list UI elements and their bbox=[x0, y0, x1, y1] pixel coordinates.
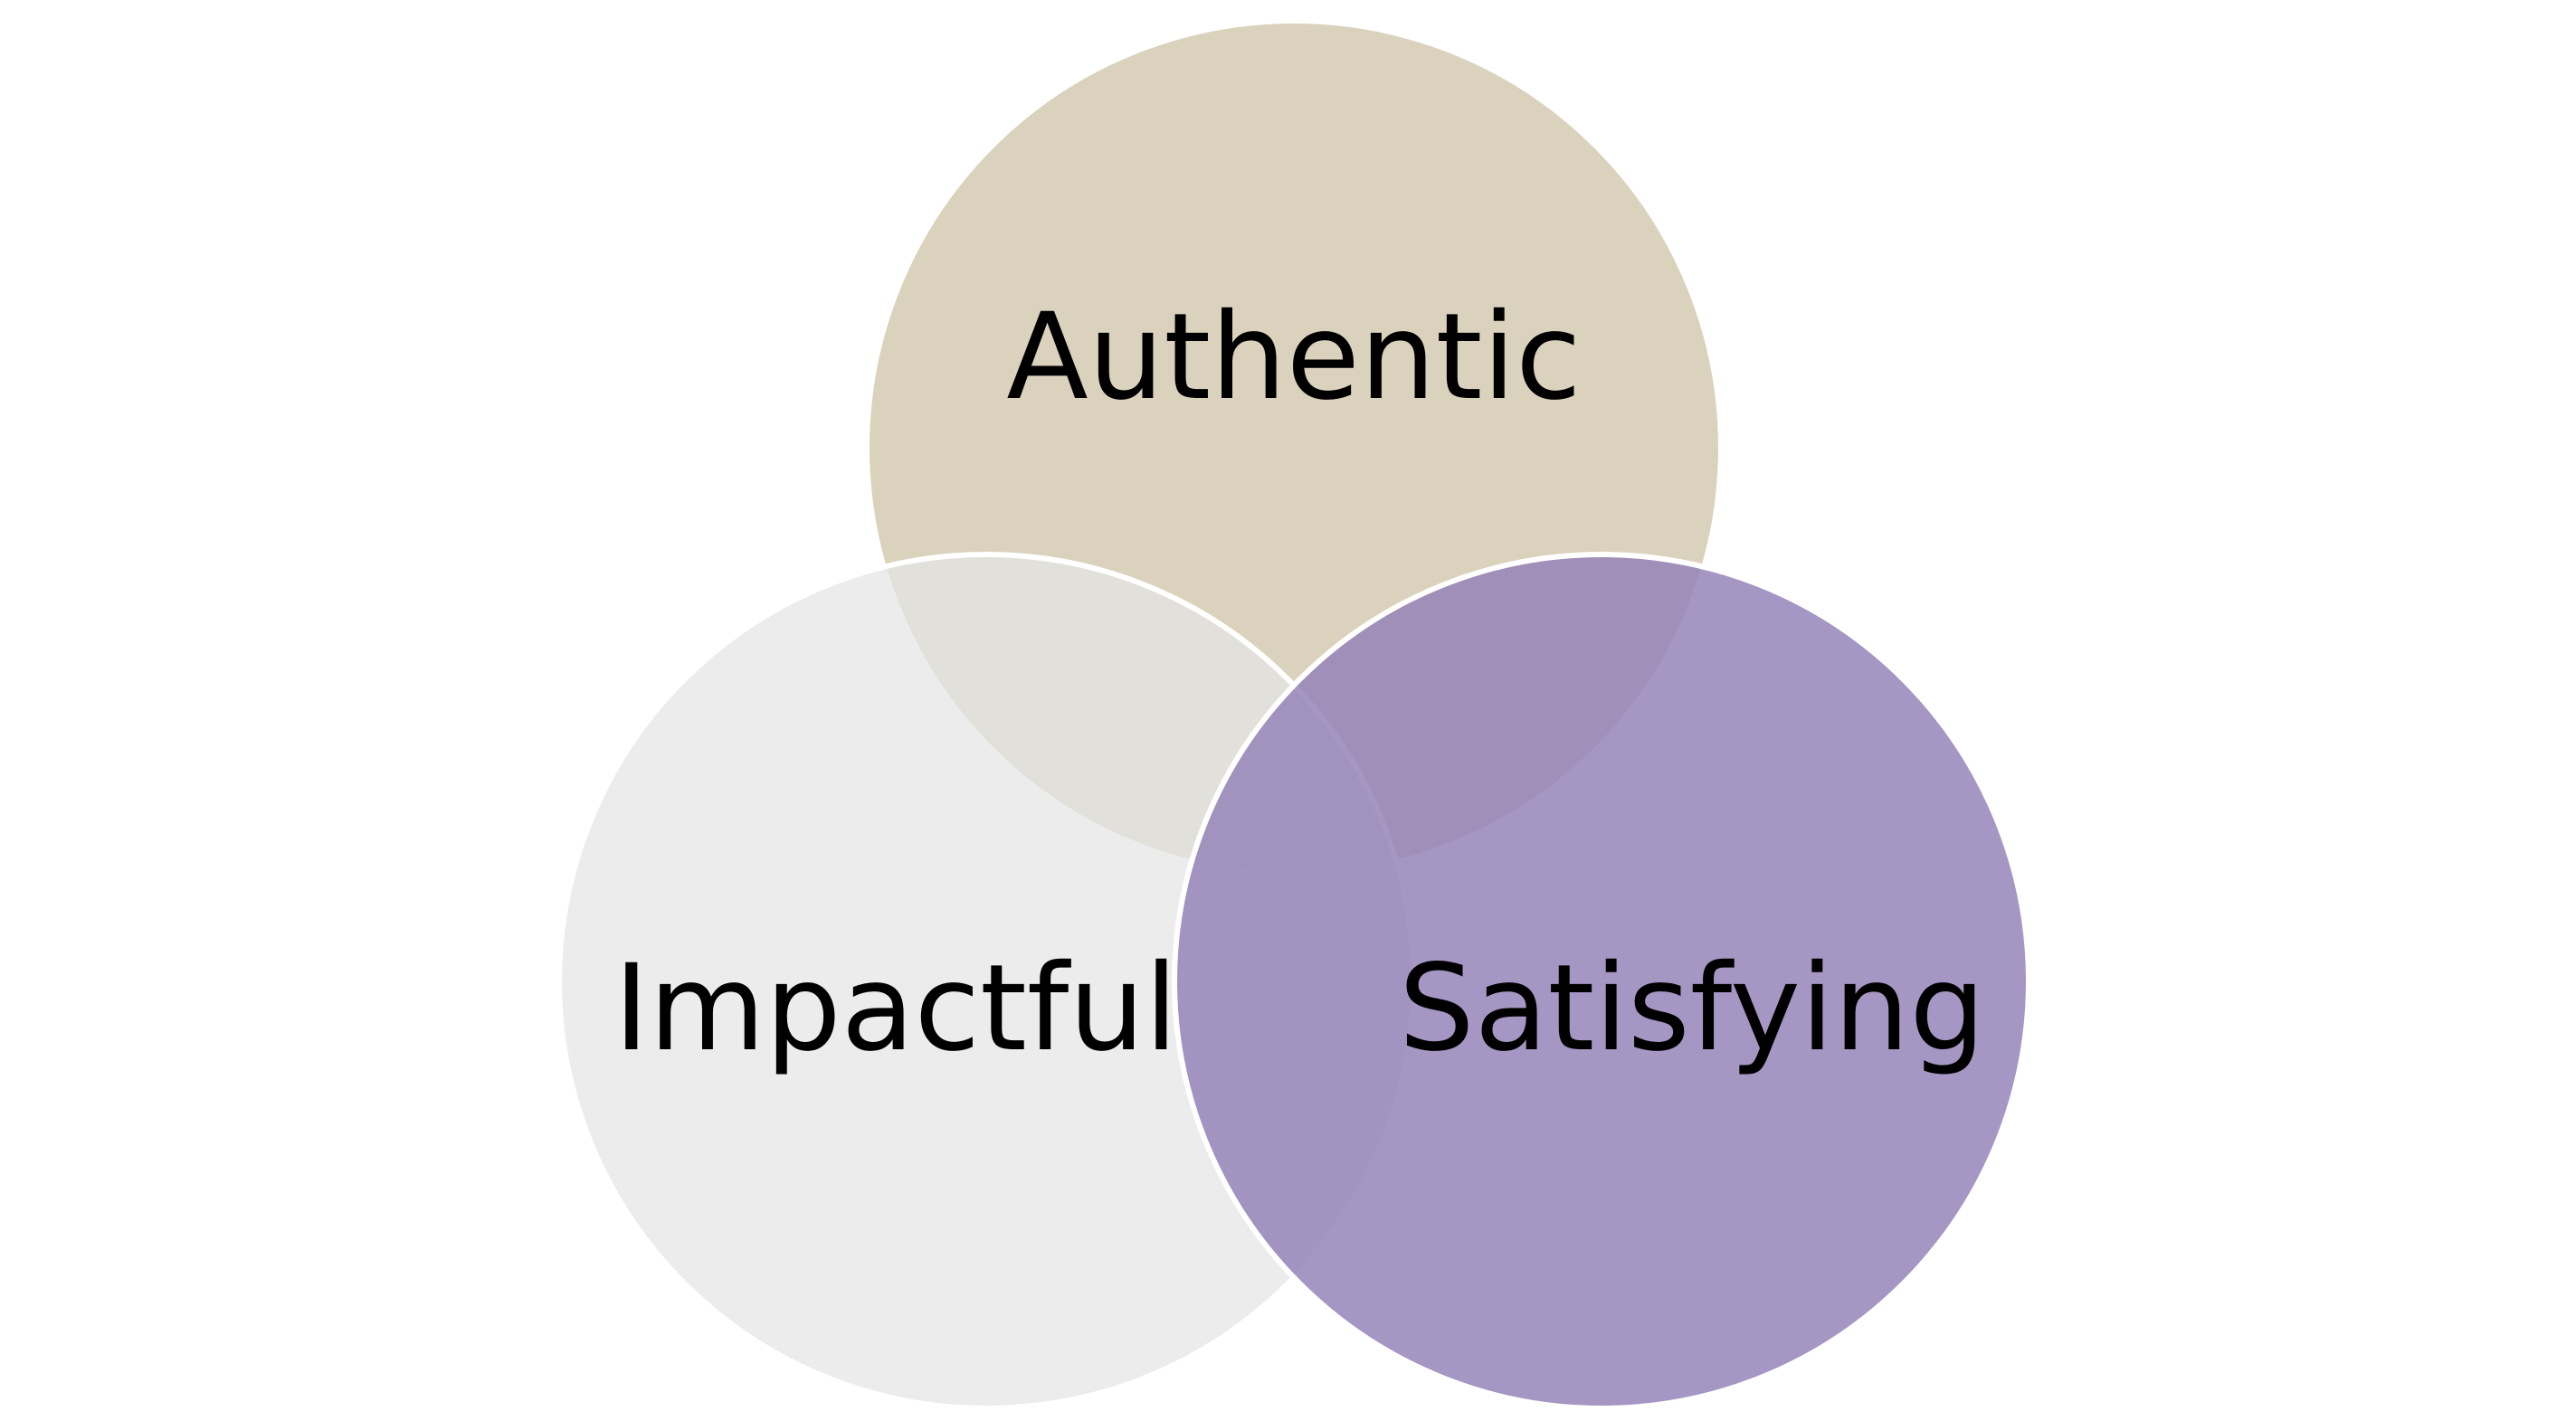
venn-circles bbox=[556, 18, 2031, 1411]
venn-circle-satisfying bbox=[1172, 552, 2031, 1411]
label-satisfying: Satisfying bbox=[1399, 939, 1985, 1078]
label-authentic: Authentic bbox=[1006, 288, 1581, 427]
venn-labels: Authentic Impactful Satisfying bbox=[613, 288, 1985, 1078]
label-impactful: Impactful bbox=[613, 939, 1177, 1078]
